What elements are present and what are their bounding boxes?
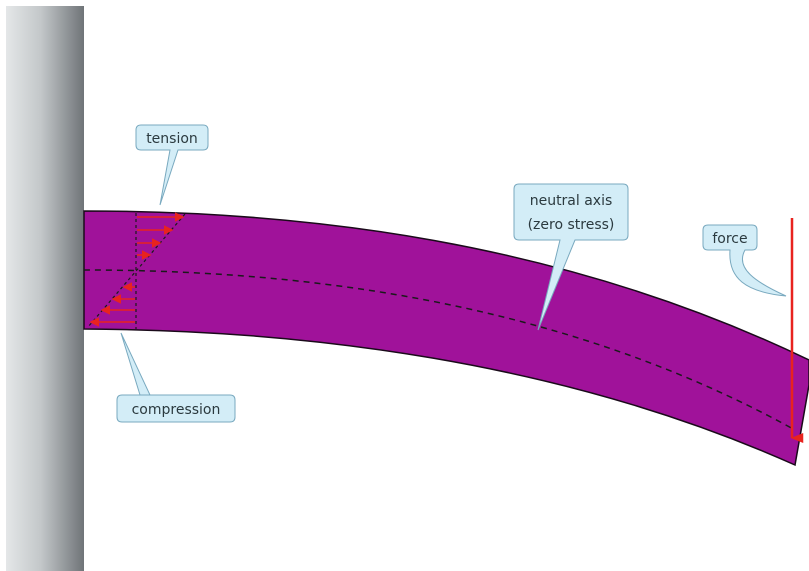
wall [6,6,84,571]
force-callout: force [702,224,787,297]
compression-arrows [89,282,135,327]
tension-callout: tension [135,124,209,206]
neutral-axis-label-line2: (zero stress) [528,217,615,233]
tension-label: tension [146,131,198,147]
neutral-axis-callout: neutral axis (zero stress) [513,183,629,331]
beam [83,210,809,467]
compression-callout: compression [116,332,236,423]
compression-label: compression [132,402,221,418]
tension-arrows [137,212,185,260]
force-label: force [712,231,747,247]
neutral-axis-label-line1: neutral axis [530,193,613,209]
